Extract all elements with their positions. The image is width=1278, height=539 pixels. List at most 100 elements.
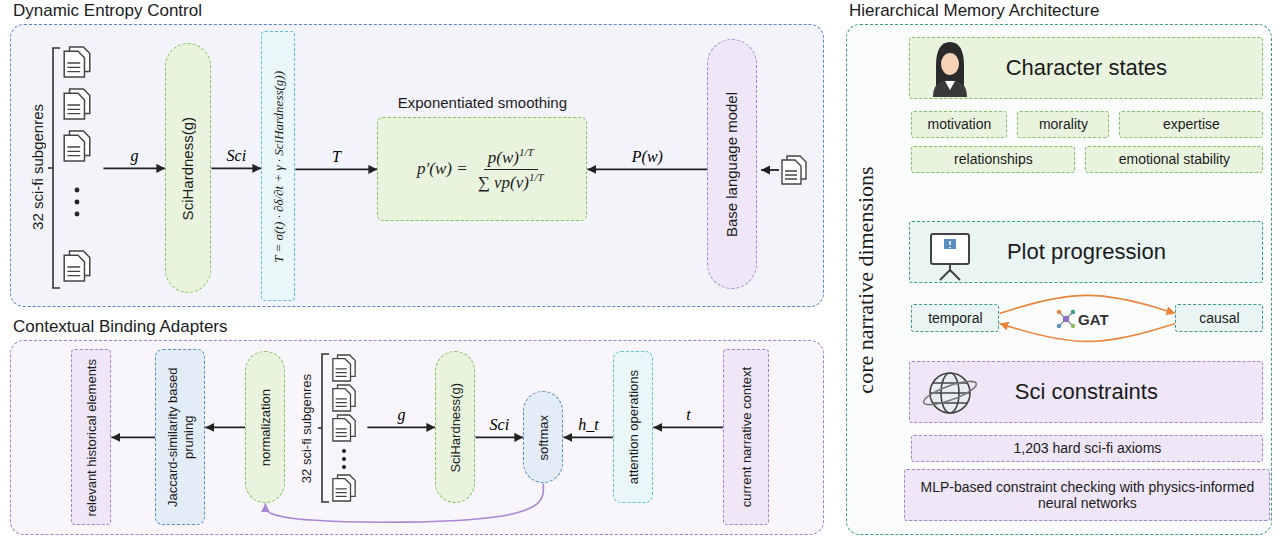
plot-board-icon (940, 264, 960, 280)
panel-fill (10, 24, 824, 307)
edge-label: t (686, 406, 690, 424)
node-body: MLP-based constraint checking with physi… (905, 479, 1269, 513)
tag-box: emotional stability (1085, 146, 1263, 173)
document-icon (64, 251, 90, 281)
tag-box: motivation (911, 111, 1007, 138)
node-body: expertise (1163, 116, 1220, 133)
bracket (318, 427, 322, 429)
bracket (322, 354, 329, 502)
node-body: 32 sci-fi subgenres (299, 374, 315, 483)
node-body: causal (1199, 310, 1239, 327)
node-body: 32 sci-fi subgenres (29, 104, 47, 230)
document-icon (64, 89, 90, 119)
person-icon (945, 81, 955, 90)
globe-icon (921, 373, 978, 413)
node-text: core narrative dimensions (853, 166, 879, 393)
connector (475, 436, 523, 438)
document-icon (782, 156, 806, 184)
connector (563, 436, 613, 438)
node-text: ∑ vp(v) (478, 173, 529, 192)
node-text: Contextual Binding Adapters (13, 317, 228, 337)
plot-board-icon (944, 239, 956, 249)
denominator: ∑ vp(v)1/T (474, 170, 548, 193)
ellipsis-dots (342, 465, 346, 469)
node-text: normalization (258, 389, 274, 466)
memory-box: Sci constraints (909, 361, 1263, 423)
formula-box: T = σ(t) · ∂δ/∂t + γ · SciHardness(g)) (261, 31, 295, 301)
node-body: Plot progression (1007, 239, 1166, 265)
node-text: Sci constraints (1015, 379, 1158, 405)
tag-box: relationships (911, 146, 1075, 173)
formula-box: Exponentiated smoothingp′(w) =p(w)1/T∑ v… (377, 117, 587, 221)
node-text: emotional stability (1119, 151, 1230, 168)
node-body: Sci constraints (1015, 379, 1158, 405)
document-icon (64, 131, 90, 161)
document-icon (333, 475, 355, 501)
numerator: p(w)1/T (484, 146, 538, 170)
node-body: relevant historical elements (84, 359, 100, 517)
node-text: temporal (928, 310, 982, 327)
edge-label: Sci (227, 147, 247, 165)
tag-box: morality (1017, 111, 1109, 138)
person-icon (933, 42, 967, 97)
plot-board-icon (931, 234, 969, 280)
process-box: relevant historical elements (71, 349, 111, 525)
node-body: Jaccard-similarity based pruning (165, 355, 196, 519)
panel-fill (10, 340, 824, 535)
edge-label: T (332, 148, 341, 166)
node-body: emotional stability (1119, 151, 1230, 168)
memory-box: Character states (909, 37, 1263, 99)
node-text: SciHardness(g) (448, 383, 464, 473)
node-text: p′(w) = (417, 159, 468, 179)
node-text: attention operations (626, 370, 642, 484)
bracket (53, 48, 60, 288)
document-icon (64, 47, 90, 77)
edge-label: h_t (578, 416, 598, 434)
edge-label: Sci (490, 416, 510, 434)
node-body: attention operations (626, 370, 642, 484)
person-icon (936, 42, 964, 86)
document-icon (333, 385, 355, 411)
tag-box: 1,203 hard sci-fi axioms (911, 435, 1263, 462)
node-text: Base language model (723, 92, 741, 237)
node-body: T = σ(t) · ∂δ/∂t + γ · SciHardness(g)) (271, 71, 287, 263)
tag-box: temporal (911, 304, 999, 332)
ellipsis-dots (342, 449, 346, 453)
node-text: softmax (536, 415, 552, 461)
node-text: morality (1039, 116, 1088, 133)
process-box: current narrative context (723, 349, 769, 525)
graph-network-icon (1057, 324, 1061, 328)
panel: Contextual Binding Adaptersrelevant hist… (10, 340, 824, 535)
document-icon (333, 415, 355, 441)
globe-icon (941, 373, 959, 413)
globe-icon (930, 383, 970, 403)
edge-label: g (130, 147, 138, 165)
node-body: softmax (536, 415, 552, 461)
node-body: Character states (1006, 55, 1167, 81)
node-text: 1/T (529, 171, 544, 183)
node-text: 1/T (519, 146, 534, 158)
ellipsis-dots (75, 188, 80, 193)
process-box: Jaccard-similarity based pruning (155, 349, 205, 525)
edge-label: g (397, 406, 405, 424)
node-text: SciHardness(g) (179, 117, 197, 220)
node-body: SciHardness(g) (179, 117, 197, 220)
ellipsis-dots (75, 188, 346, 469)
globe-icon (921, 377, 978, 409)
node-text: Character states (1006, 55, 1167, 81)
document-icon (64, 47, 806, 501)
connector (295, 168, 377, 170)
node-text: relationships (954, 151, 1033, 168)
node-body: motivation (927, 116, 991, 133)
connector (587, 168, 707, 170)
ellipsis-dots (342, 457, 346, 461)
tag-box: causal (1175, 304, 1263, 332)
node-text: p(w) (488, 148, 519, 167)
model-pill: Base language model (707, 39, 757, 289)
connector (211, 167, 261, 169)
node-text: MLP-based constraint checking with physi… (905, 479, 1269, 513)
plot-board-icon (949, 241, 951, 248)
node-text: relevant historical elements (84, 359, 100, 517)
free-label: GAT (1078, 311, 1109, 328)
